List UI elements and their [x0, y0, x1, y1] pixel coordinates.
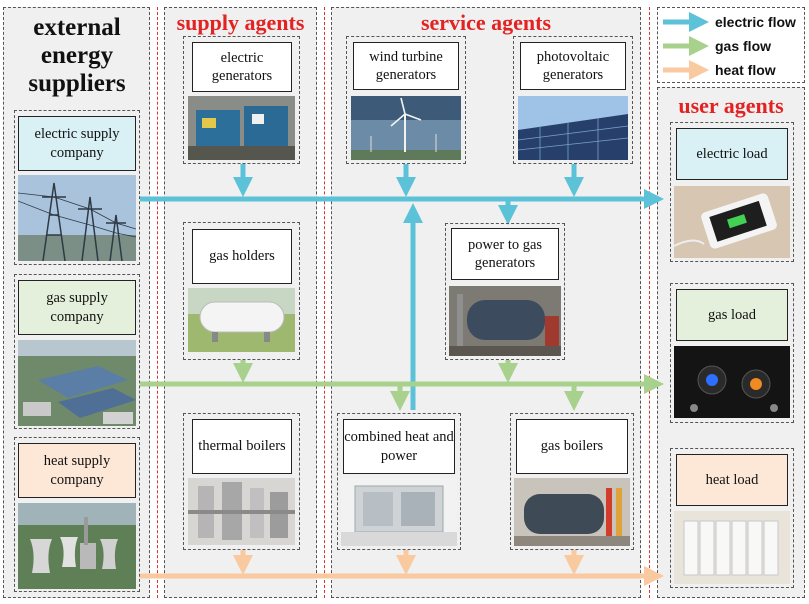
gas-boiler-image	[514, 478, 630, 546]
external-suppliers-title: external energy suppliers	[28, 14, 126, 97]
smartphone-charging-image	[674, 186, 790, 258]
legend-gas-label: gas flow	[715, 38, 772, 54]
user-agents-title: user agents	[678, 93, 784, 118]
heat-load-group	[670, 448, 794, 588]
electric-load-label: electric load	[676, 128, 788, 180]
heat-supply-company-label: heat supply company	[18, 443, 136, 498]
power-to-gas-plant-image	[449, 286, 561, 356]
gas-supply-company-group	[14, 274, 140, 429]
gas-stove-image	[674, 346, 790, 418]
combined-heat-and-power-group	[337, 413, 461, 550]
power-transmission-tower-image	[18, 175, 136, 261]
diesel-generator-image	[188, 96, 295, 160]
legend-heat-label: heat flow	[715, 62, 776, 78]
gas-boilers-label: gas boilers	[516, 419, 628, 474]
separator-line	[649, 7, 650, 598]
wind-turbine-generators-label: wind turbine generators	[353, 42, 459, 90]
supply-agents-title: supply agents	[176, 10, 305, 35]
electric-load-group	[670, 122, 794, 262]
separator-line	[157, 7, 158, 598]
legend-electric-label: electric flow	[715, 14, 796, 30]
chp-unit-image	[341, 478, 457, 546]
gas-holders-group	[183, 222, 300, 360]
power-to-gas-generators-group	[445, 223, 565, 360]
photovoltaic-generators-group	[513, 36, 633, 164]
wind-turbine-image	[351, 96, 461, 160]
gas-boilers-group	[510, 413, 634, 550]
wind-turbine-generators-group	[346, 36, 466, 164]
service-agents-title: service agents	[420, 10, 552, 35]
gas-holders-label: gas holders	[192, 229, 292, 284]
gas-load-group	[670, 283, 794, 423]
heat-load-label: heat load	[676, 454, 788, 506]
electric-supply-company-label: electric supply company	[18, 116, 136, 171]
radiator-image	[674, 511, 790, 584]
electric-generators-label: electric generators	[192, 42, 292, 92]
gas-tank-image	[188, 288, 295, 352]
thermal-boilers-label: thermal boilers	[192, 419, 292, 474]
electric-generators-group	[183, 36, 300, 164]
heat-supply-company-group	[14, 437, 140, 592]
thermal-boiler-plant-image	[188, 478, 295, 545]
photovoltaic-generators-label: photovoltaic generators	[520, 42, 626, 90]
thermal-boilers-group	[183, 413, 300, 550]
gas-load-label: gas load	[676, 289, 788, 341]
combined-heat-and-power-label: combined heat and power	[343, 419, 455, 474]
power-plant-cooling-towers-image	[18, 503, 136, 589]
separator-line	[324, 7, 325, 598]
electric-supply-company-group	[14, 110, 140, 265]
power-to-gas-generators-label: power to gas generators	[451, 228, 559, 280]
solar-panel-image	[518, 96, 628, 160]
gas-plant-aerial-image	[18, 340, 136, 426]
gas-supply-company-label: gas supply company	[18, 280, 136, 335]
